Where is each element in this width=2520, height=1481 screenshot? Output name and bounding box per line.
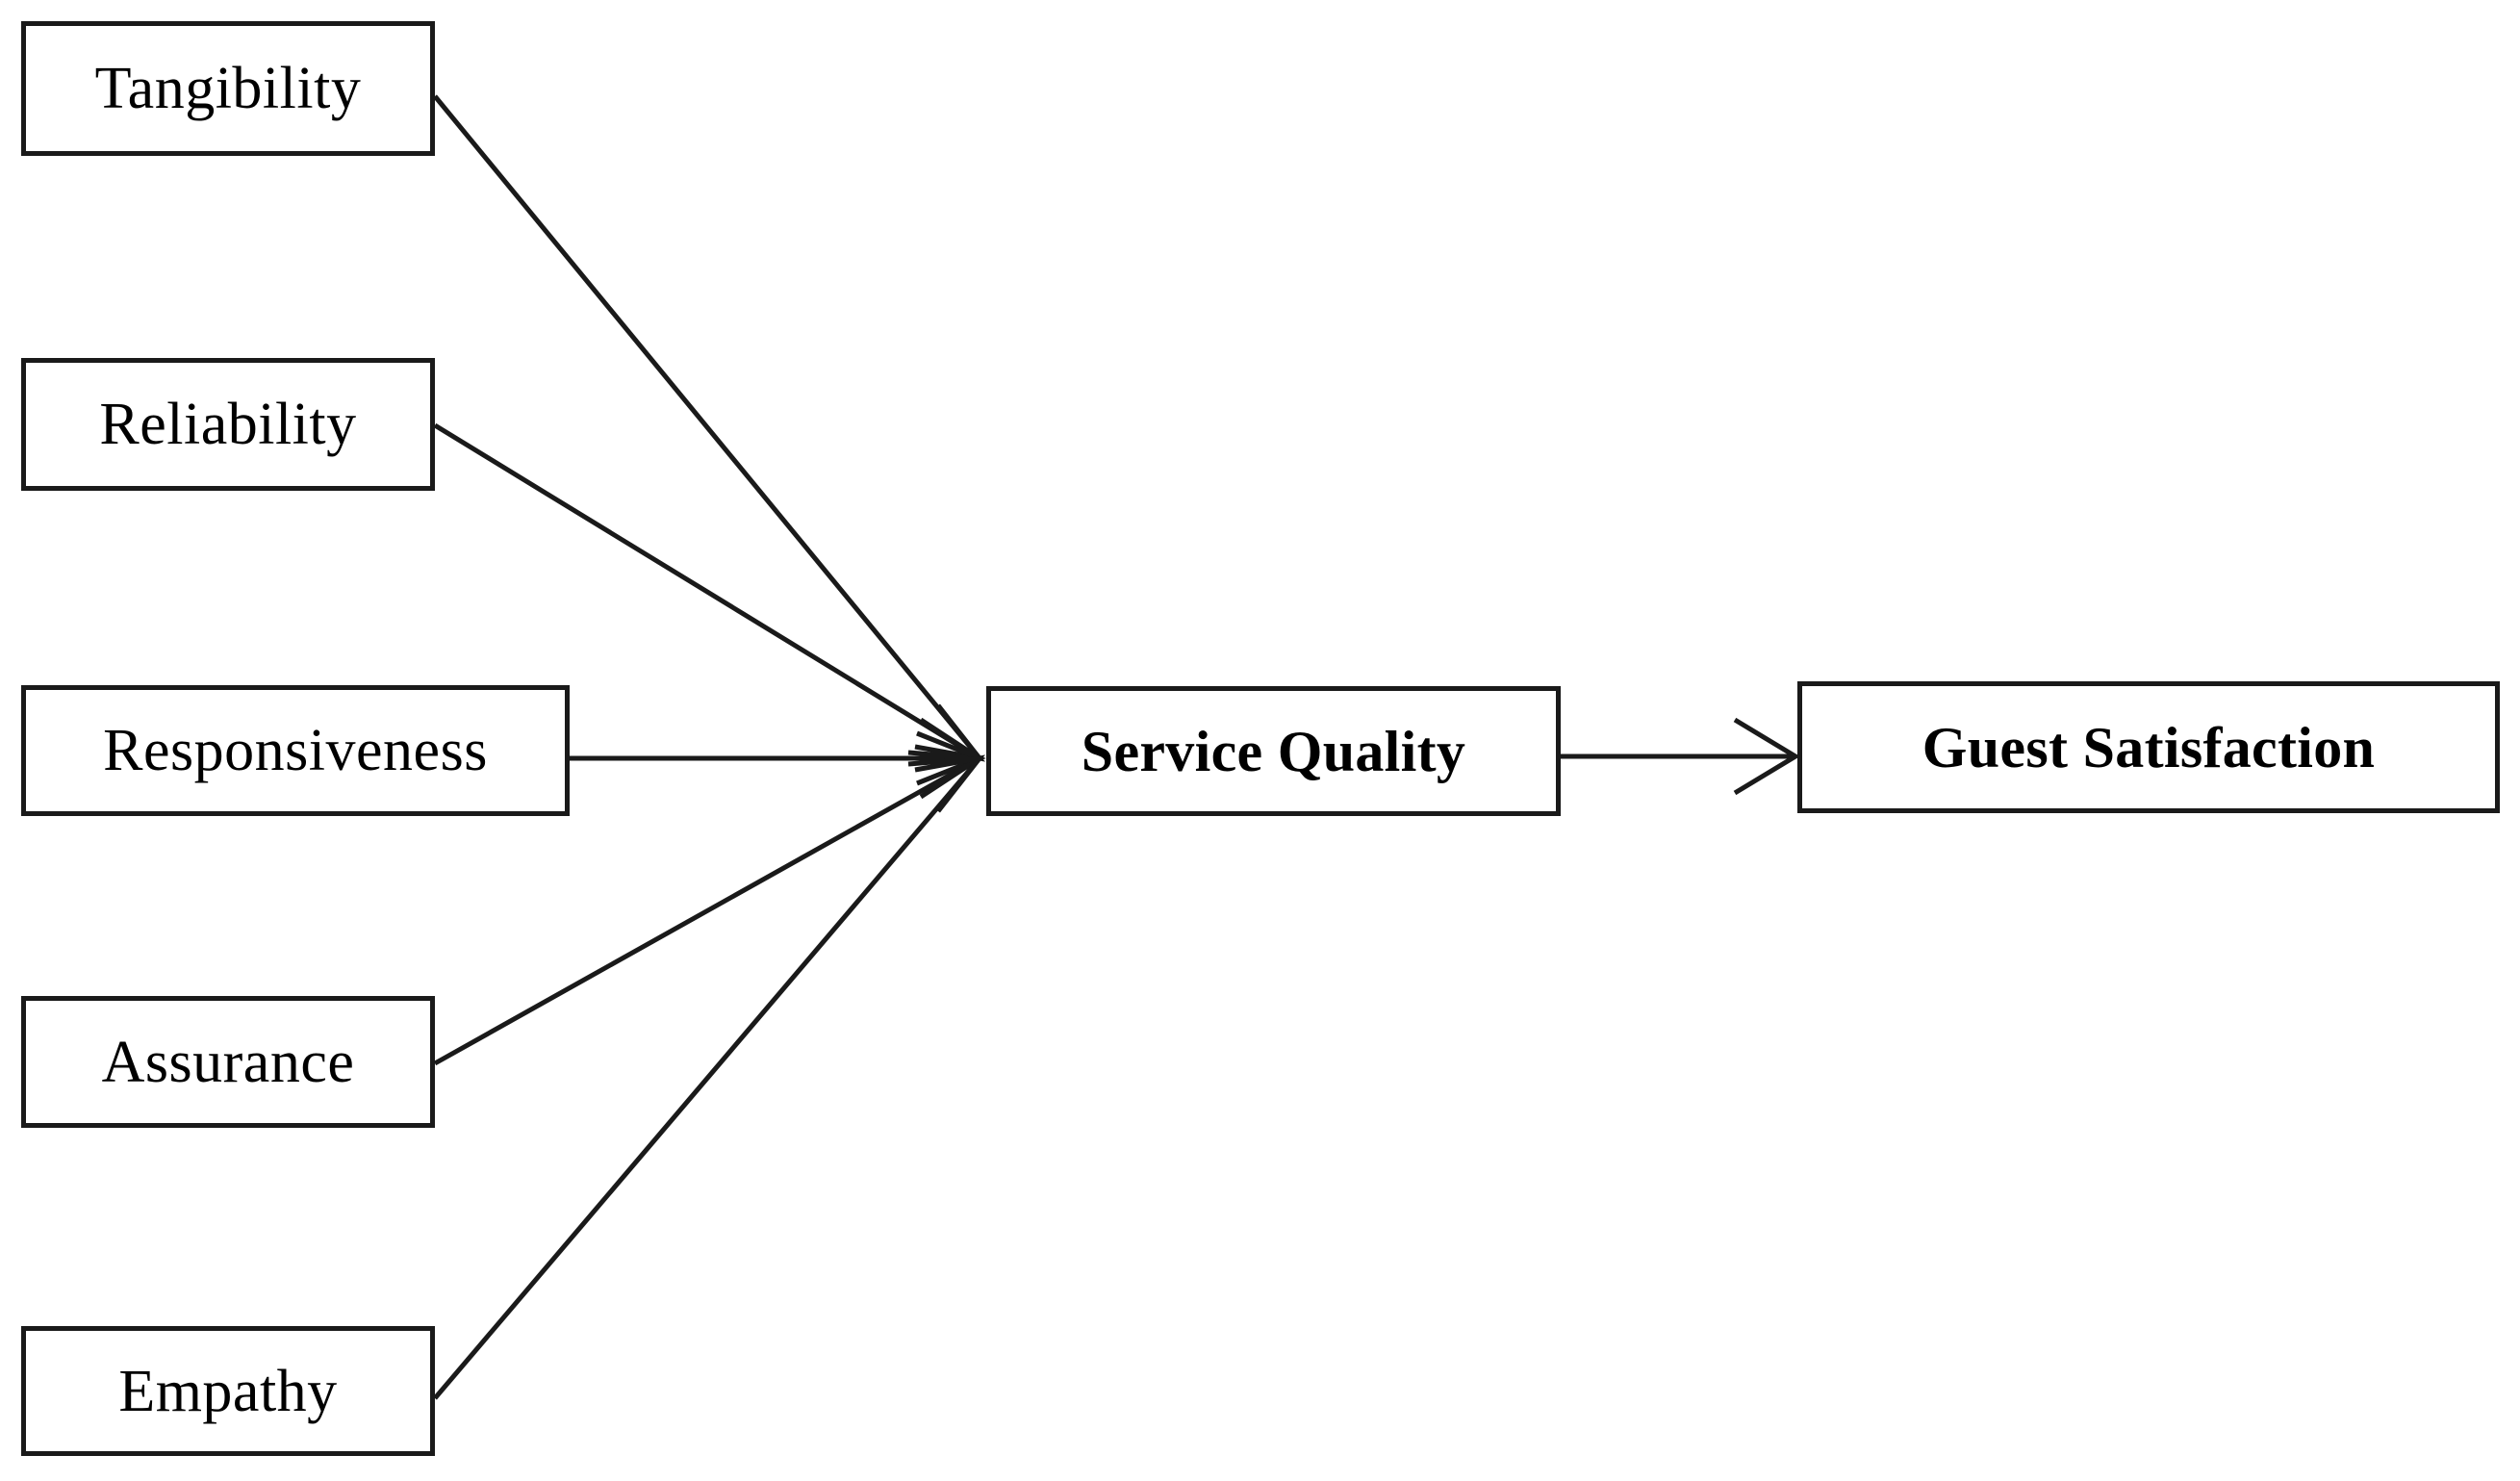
node-tangibility-label: Tangibility — [94, 56, 362, 121]
node-tangibility[interactable]: Tangibility — [21, 21, 435, 156]
node-guest-satisfaction-label: Guest Satisfaction — [1922, 715, 2376, 779]
node-responsiveness[interactable]: Responsiveness — [21, 685, 570, 816]
edge-responsiveness-to-service-quality — [570, 730, 986, 786]
node-service-quality-label: Service Quality — [1081, 719, 1466, 783]
edge-tangibility-to-service-quality — [433, 94, 985, 762]
node-reliability-label: Reliability — [99, 392, 357, 457]
edge-empathy-to-service-quality — [433, 754, 985, 1400]
node-empathy-label: Empathy — [118, 1358, 338, 1424]
edge-service-quality-to-guest-satisfaction — [1561, 717, 1800, 796]
node-reliability[interactable]: Reliability — [21, 358, 435, 491]
node-guest-satisfaction[interactable]: Guest Satisfaction — [1797, 681, 2500, 813]
node-assurance[interactable]: Assurance — [21, 996, 435, 1128]
node-empathy[interactable]: Empathy — [21, 1326, 435, 1456]
node-service-quality[interactable]: Service Quality — [986, 686, 1561, 816]
node-assurance-label: Assurance — [101, 1029, 355, 1095]
node-responsiveness-label: Responsiveness — [103, 718, 488, 783]
